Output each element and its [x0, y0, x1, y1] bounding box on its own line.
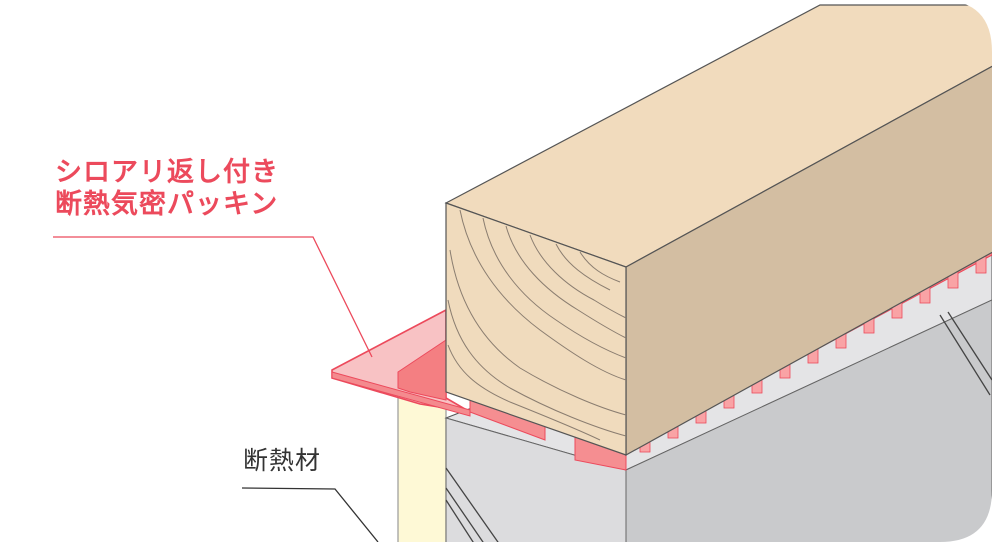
insulation-leader-line: [241, 487, 379, 542]
gasket-flange-edge: [331, 371, 471, 417]
gasket-lip: [397, 339, 447, 401]
gasket-leader-line: [53, 236, 373, 358]
foundation-front-face: [445, 417, 627, 542]
rebar-lines: [445, 311, 992, 542]
gasket-callout-label: シロアリ返し付き 断熱気密パッキン: [55, 157, 279, 221]
gasket-label-line1: シロアリ返し付き: [55, 157, 279, 188]
foundation-side-face: [625, 299, 992, 542]
gasket-label-line2: 断熱気密パッキン: [55, 188, 279, 220]
insulation-panel: [397, 395, 447, 542]
wood-grain: [447, 209, 627, 441]
insulation-callout-label: 断熱材: [243, 446, 322, 475]
